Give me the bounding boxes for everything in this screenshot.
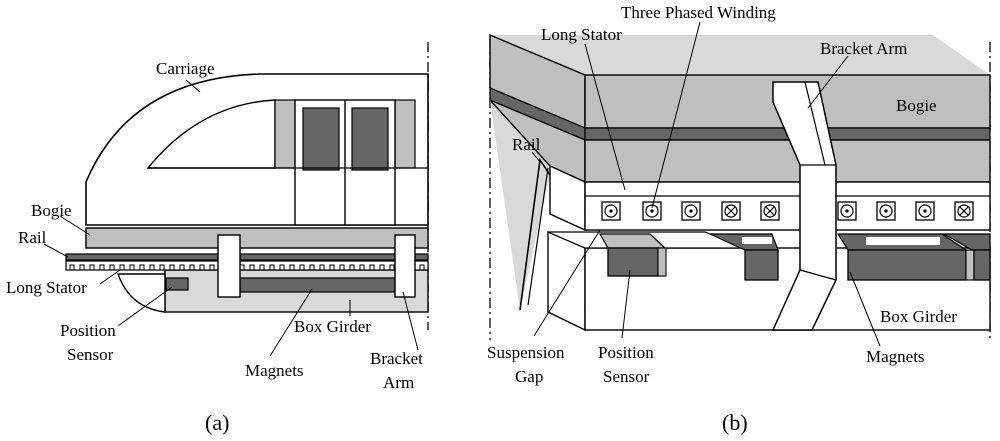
- bogie-a: [85, 227, 429, 249]
- leader-magnets-a: [269, 288, 313, 357]
- winding-dot-icon: [681, 201, 701, 221]
- rail-b-edge: [527, 167, 549, 306]
- bracket-arm-a-left: [217, 234, 241, 298]
- label-suspension-gap-line1: Suspension: [487, 343, 565, 362]
- label-position-sensor-a-line2: Sensor: [67, 345, 114, 364]
- leader-long-stator-a: [99, 269, 121, 285]
- label-long-stator-b: Long Stator: [541, 25, 622, 44]
- position-sensor-b: [607, 247, 659, 277]
- winding-dot-icon: [876, 201, 896, 221]
- label-carriage: Carriage: [156, 59, 215, 78]
- perspective-top-b: [490, 35, 990, 75]
- winding-cross-icon: [954, 201, 974, 221]
- magnets-b-center: [744, 249, 779, 281]
- label-rail-a: Rail: [18, 228, 47, 247]
- bogie-b-lower-front: [584, 139, 991, 183]
- leader-rail-a: [43, 243, 69, 258]
- guideway-nose: [117, 273, 166, 313]
- carriage-side-strip-left: [274, 99, 296, 169]
- label-box-girder-b: Box Girder: [880, 307, 957, 326]
- bracket-arm-b-edge-1: [804, 81, 826, 166]
- leader-carriage: [185, 79, 201, 93]
- three-phased-winding-b: [601, 201, 974, 221]
- winding-dot-icon: [915, 201, 935, 221]
- winding-dot-icon: [601, 201, 621, 221]
- winding-dot-icon: [642, 201, 662, 221]
- panel-b: Three Phased Winding Long Stator Bracket…: [487, 3, 991, 435]
- leader-three-phased-winding: [651, 21, 701, 209]
- long-stator-a: [65, 260, 429, 271]
- label-bogie-a: Bogie: [31, 201, 72, 220]
- rail-a: [65, 253, 429, 261]
- box-girder-b-side: [547, 230, 586, 332]
- label-bracket-arm-a-line2: Arm: [383, 373, 414, 392]
- leader-suspension-gap: [533, 229, 601, 337]
- carriage-door-window-right: [351, 107, 389, 171]
- bracket-arm-b-edge-3: [799, 269, 837, 281]
- leader-rail-b: [531, 151, 541, 163]
- label-position-sensor-b-line1: Position: [598, 343, 654, 362]
- magnet-pole-face-center: [742, 237, 772, 244]
- leader-position-sensor-b: [621, 269, 631, 339]
- label-magnets-b: Magnets: [866, 347, 925, 366]
- magnet-pole-face-right: [866, 237, 940, 245]
- leader-position-sensor-a: [117, 286, 173, 327]
- label-long-stator-a: Long Stator: [6, 278, 87, 297]
- magnets-b-right-cap: [965, 249, 975, 281]
- winding-dot-icon: [837, 201, 857, 221]
- caption-a: (a): [205, 410, 229, 435]
- label-bracket-arm-a-line1: Bracket: [370, 349, 423, 368]
- label-bogie-b: Bogie: [896, 96, 937, 115]
- label-magnets-a: Magnets: [245, 361, 304, 380]
- magnets-a: [239, 277, 396, 293]
- panel-a: Carriage Bogie Rail Long Stator Position…: [6, 42, 429, 435]
- label-position-sensor-b-line2: Sensor: [603, 367, 650, 386]
- bracket-arm-a-right: [394, 234, 416, 298]
- label-three-phased-winding: Three Phased Winding: [621, 3, 776, 22]
- label-suspension-gap-line2: Gap: [515, 367, 543, 386]
- winding-cross-icon: [760, 201, 780, 221]
- caption-b: (b): [722, 410, 748, 435]
- carriage-side-strip-right: [394, 99, 416, 169]
- label-rail-b: Rail: [512, 135, 541, 154]
- leader-long-stator-b: [584, 43, 626, 191]
- label-position-sensor-a-line1: Position: [60, 321, 116, 340]
- magnets-b-right: [847, 249, 967, 281]
- rail-b: [519, 157, 551, 311]
- carriage-door-window-left: [302, 107, 340, 171]
- winding-cross-icon: [721, 201, 741, 221]
- position-sensor-a: [165, 277, 189, 291]
- leader-bracket-arm-a: [402, 291, 419, 351]
- magnets-b-edge: [973, 249, 991, 281]
- label-box-girder-a: Box Girder: [294, 317, 371, 336]
- leader-magnets-b: [849, 271, 881, 347]
- leader-bracket-arm-b: [807, 55, 849, 109]
- position-sensor-b-cap: [657, 247, 667, 277]
- label-bracket-arm-b: Bracket Arm: [820, 39, 907, 58]
- leader-bogie-a: [59, 215, 91, 236]
